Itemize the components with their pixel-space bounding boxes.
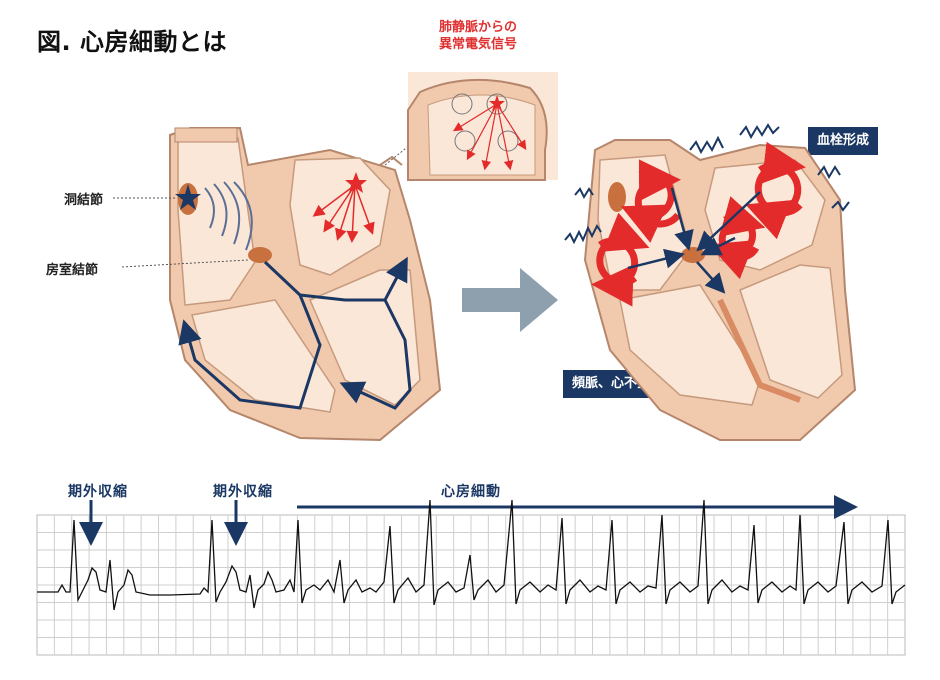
ecg-trace (37, 499, 906, 611)
inset-note-line2: 異常電気信号 (438, 37, 517, 52)
page-title: 図. 心房細動とは (37, 28, 227, 56)
af-av-node (681, 247, 705, 263)
ecg-af-label: 心房細動 (441, 484, 501, 500)
av-node-leader (121, 259, 249, 268)
af-heart (583, 139, 857, 441)
sa-node-star-icon (175, 184, 201, 210)
pulmonary-vein-inset (407, 72, 558, 181)
chaotic-conduction-arrows (627, 187, 761, 294)
transition-arrow-icon (462, 268, 558, 332)
ectopic-arrows (312, 184, 375, 243)
conduction-path (178, 256, 412, 410)
inset-note: 肺静脈からの 異常電気信号 (418, 19, 538, 53)
thrombus-badge: 血栓形成 (808, 127, 879, 155)
av-node (248, 247, 272, 263)
ecg-pac-label-2: 期外収縮 (213, 484, 273, 500)
thrombus-squiggles (564, 123, 850, 245)
av-node-label: 房室結節 (46, 263, 99, 278)
conduction-waves (204, 181, 253, 251)
inset-note-line1: 肺静脈からの (438, 20, 517, 35)
af-sa-node (608, 182, 626, 212)
inset-leader (384, 144, 411, 166)
reentry-circles (591, 141, 806, 307)
ecg-pac-label-1: 期外収縮 (68, 484, 128, 500)
ecg-grid (36, 514, 906, 656)
sa-node-label: 洞結節 (64, 193, 104, 208)
